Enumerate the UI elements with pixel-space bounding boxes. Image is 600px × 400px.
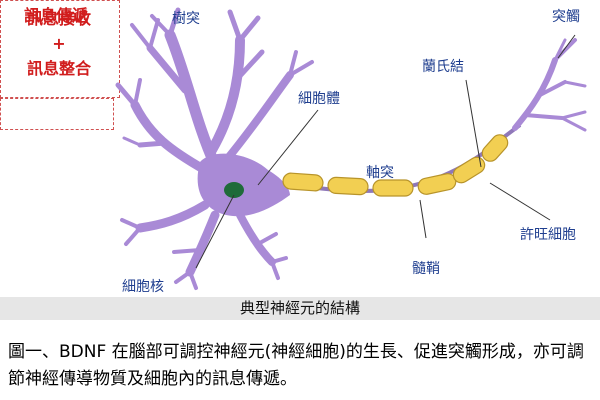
- label-node-of-ranvier: 蘭氏結: [422, 59, 464, 75]
- dendrites: [115, 7, 314, 290]
- neuron-diagram: [115, 7, 587, 290]
- diagram-caption: 典型神經元的結構: [0, 297, 600, 320]
- axon-terminals: [512, 38, 587, 132]
- receive-integrate-box: 訊息接收 + 訊息整合: [0, 0, 120, 98]
- label-myelin: 髓鞘: [412, 261, 440, 277]
- label-soma: 細胞體: [298, 91, 340, 107]
- transmit-box: 訊息傳遞: [0, 6, 114, 130]
- receive-label: 訊息接收: [26, 9, 91, 28]
- label-nucleus: 細胞核: [122, 279, 164, 295]
- nucleus-shape: [224, 182, 244, 198]
- integrate-label: 訊息整合: [26, 59, 91, 78]
- transmit-label: 訊息傳遞: [23, 6, 88, 25]
- label-dendrite: 樹突: [172, 11, 200, 27]
- label-pointers: [195, 34, 576, 269]
- label-synapse: 突觸: [552, 9, 580, 25]
- figure-caption: 圖一、BDNF 在腦部可調控神經元(神經細胞)的生長、促進突觸形成，亦可調節神經…: [8, 342, 584, 389]
- soma-shape: [197, 153, 290, 217]
- myelin-segments: [282, 134, 509, 197]
- plus-sign: +: [52, 34, 66, 53]
- label-axon: 軸突: [366, 165, 394, 181]
- label-schwann-cell: 許旺細胞: [520, 227, 576, 243]
